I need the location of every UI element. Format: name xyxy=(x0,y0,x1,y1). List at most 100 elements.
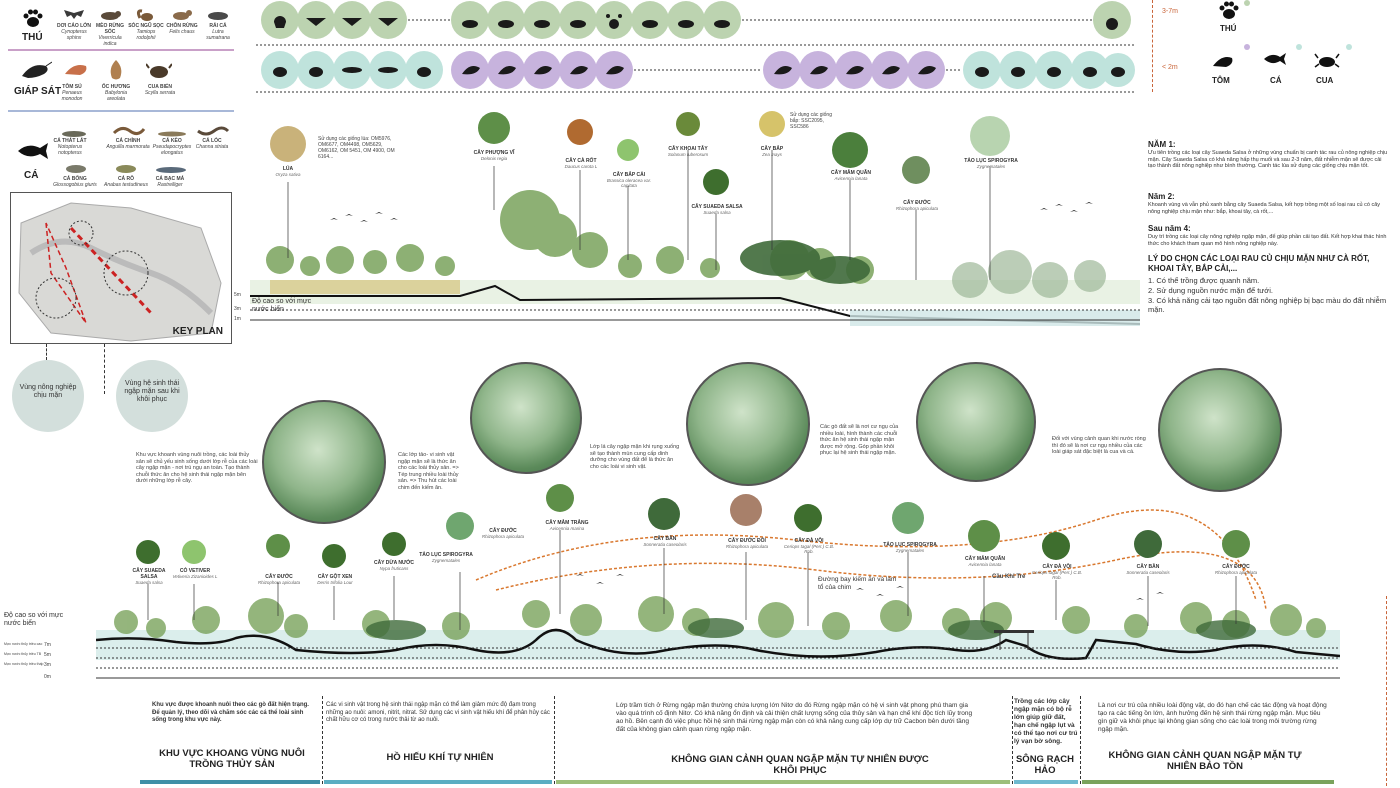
segment-desc: Các vi sinh vật trong hệ sinh thái ngập … xyxy=(326,702,550,723)
detail-circle-birds xyxy=(470,362,582,474)
species-name: MÈO RỪNG SÓC xyxy=(95,23,125,35)
segment-desc: Trồng các lớp cây ngập mặn có bộ rễ lớn … xyxy=(1014,698,1078,745)
cat-icon xyxy=(170,8,194,27)
circle-note: Các gò đất sẽ là nơi cư ngụ của nhiều lo… xyxy=(820,424,899,456)
prawn-icon xyxy=(62,60,90,85)
segment-title: HỒ HIẾU KHÍ TỰ NHIÊN xyxy=(386,752,494,763)
why-item: 1. Có thể trồng được quanh năm. xyxy=(1148,276,1260,285)
species-name: RÁI CÁ xyxy=(209,23,227,29)
year2-text: Khoanh vùng và vẫn phủ xanh bằng cây Sua… xyxy=(1148,202,1381,215)
species-name: CÁ LÓC xyxy=(202,138,222,144)
legend-ca: CÁ xyxy=(1270,76,1282,85)
bird-path-label: Đường bay kiếm ăn và làm tổ của chim xyxy=(818,576,897,591)
year1-text: Ưu tiên trồng các loại cây Suaeda Salsa … xyxy=(1148,150,1388,169)
fish-icon xyxy=(1262,52,1288,71)
segment-desc: Khu vực được khoanh nuôi theo các gò đất… xyxy=(152,702,309,723)
snail-icon xyxy=(106,58,126,87)
legend-cua: CUA xyxy=(1316,76,1334,85)
depth-bottom-label: < 2m xyxy=(1162,64,1178,71)
corn-note: Sử dụng các giống bắp: SSC2095, SSC586 xyxy=(790,112,832,130)
divider-purple xyxy=(8,49,234,51)
species-name: CÁ BỐNG xyxy=(63,176,87,182)
zone-mangrove-circle: Vùng hệ sinh thái ngập mặn sau khi khôi … xyxy=(116,360,188,432)
species-sci: Felis chaus xyxy=(169,29,195,35)
bridge-label: Cầu Khỉ Tre xyxy=(992,574,1026,580)
species-sci: Babylonia areolata xyxy=(105,90,127,102)
zone-mangrove-label: Vùng hệ sinh thái ngập mặn sau khi khôi … xyxy=(124,380,180,403)
fish-icon xyxy=(154,162,188,180)
zone-agri-circle: Vùng nông nghiệp chịu mặn xyxy=(12,360,84,432)
species-sci: Rastrelliger xyxy=(157,182,183,188)
crab-icon xyxy=(145,62,173,85)
year2-title: Năm 2: xyxy=(1148,192,1175,201)
segment-title: SÔNG RẠCH HẢO xyxy=(1015,754,1075,776)
species-sci: Notopterus notopterus xyxy=(57,144,83,156)
bottom-section-elevation: Độ cao so với mực nước biển 7m 5m 3m 0m … xyxy=(4,480,1341,690)
segment-desc: Là nơi cư trú của nhiều loài động vật, d… xyxy=(1098,702,1327,733)
species-name: CUA BIỂN xyxy=(148,84,172,90)
species-sci: Penaeus monodon xyxy=(61,90,83,102)
ca-label: CÁ xyxy=(24,170,39,181)
segment-divider xyxy=(1080,696,1081,784)
species-sci: Glossogobius giuris xyxy=(53,182,97,188)
mammal-dot xyxy=(1244,0,1250,6)
segment-title: KHU VỰC KHOANG VÙNG NUÔI TRỒNG THỦY SẢN xyxy=(159,748,305,770)
circle-note: Các lớp tảo- vi sinh vật ngập mặn sẽ là … xyxy=(398,452,459,491)
habitat-legend: THÚ TÔM CÁ CUA xyxy=(1200,0,1390,90)
segment-bar xyxy=(1082,780,1334,784)
circle-note: Đối với vùng cảnh quan khi nước ròng thì… xyxy=(1052,436,1146,455)
paw-icon xyxy=(22,7,44,29)
segment-desc: Lớp trầm tích ở Rừng ngập mặn thường chứ… xyxy=(616,702,973,733)
tide-mid: Mực nước thủy triều TB xyxy=(4,652,42,656)
otter-icon xyxy=(206,8,230,27)
year4-title: Sau năm 4: xyxy=(1148,224,1191,233)
paw-icon xyxy=(1218,0,1240,25)
eel-icon xyxy=(196,124,230,142)
key-plan: KEY PLAN xyxy=(10,192,232,344)
top-level-5m: 5m xyxy=(234,292,241,298)
fish-icon xyxy=(114,162,138,180)
depth-top-label: 3-7m xyxy=(1162,8,1178,15)
detail-circle-roots xyxy=(262,400,386,524)
top-section-elevation: Độ cao so với mực nước biển 5m 3m 1m LÚA… xyxy=(234,110,1141,340)
fish-dot xyxy=(1296,44,1302,50)
species-name: ỐC HƯƠNG xyxy=(101,84,131,90)
key-plan-title: KEY PLAN xyxy=(172,326,223,337)
species-sci: Viverricula indica xyxy=(98,35,122,47)
right-notes: NĂM 1: Ưu tiên trồng các loại cây Suaeda… xyxy=(1148,140,1392,320)
legend-tom: TÔM xyxy=(1212,76,1230,85)
goby-icon xyxy=(156,126,188,144)
circle-note: Lớp lá cây ngập mặn khi rụng xuống sẽ tạ… xyxy=(590,444,680,470)
legend-thu: THÚ xyxy=(1220,24,1237,33)
species-name: CÁ THÁT LÁT xyxy=(53,138,87,144)
bat-icon xyxy=(62,8,86,27)
detail-circle-heron xyxy=(1158,368,1282,492)
bottom-level-5m: 5m xyxy=(44,652,51,658)
species-sci: Lutra sumatrana xyxy=(206,29,230,41)
segment-descriptions: Khu vực được khoanh nuôi theo các gò đất… xyxy=(140,596,1387,788)
circle-note: Khu vực khoanh vùng nuôi trồng, các loài… xyxy=(136,452,258,484)
segment-divider xyxy=(322,696,323,784)
segment-divider xyxy=(554,696,555,784)
key-plan-connector xyxy=(46,344,47,360)
segment-divider xyxy=(1012,696,1013,784)
